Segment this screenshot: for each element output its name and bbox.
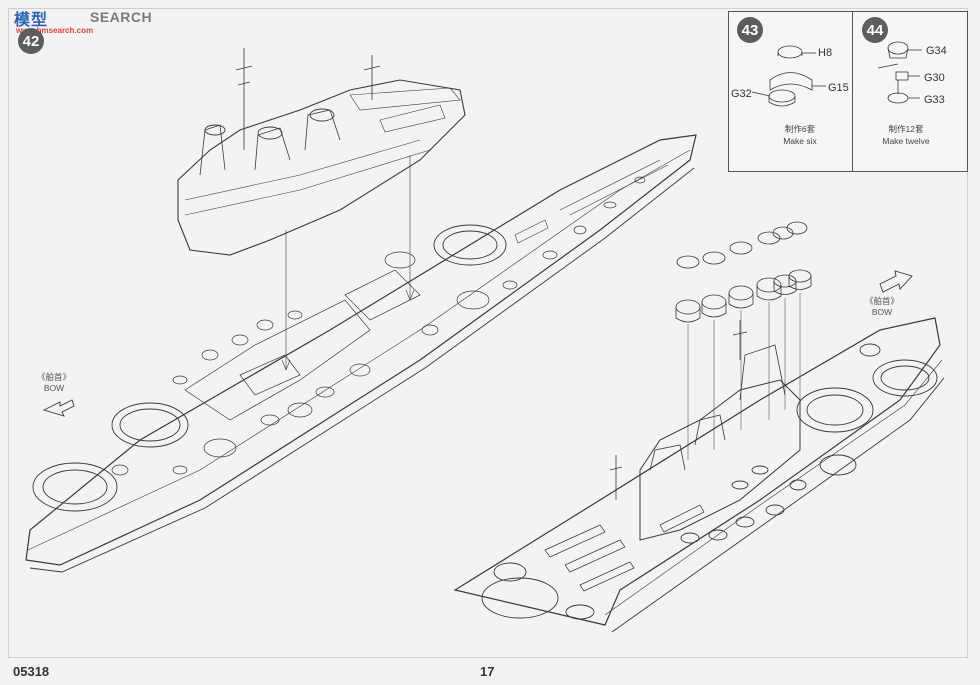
- watermark-brand-sub: SEARCH: [90, 9, 153, 25]
- step-number-badge: 42: [18, 28, 44, 54]
- bow-label-left-en: BOW: [43, 383, 65, 393]
- inset-divider: [852, 11, 853, 172]
- step-43-badge: 43: [737, 17, 763, 43]
- make-twelve-label: 制作12套 Make twelve: [866, 123, 946, 147]
- kit-number: 05318: [13, 664, 50, 679]
- watermark-brand: 模型: [14, 10, 49, 29]
- part-label-h8: H8: [818, 47, 833, 59]
- superstructure-assembly: [177, 48, 466, 371]
- make-twelve-cn: 制作12套: [888, 124, 924, 134]
- part-label-g34: G34: [926, 45, 947, 57]
- bow-label-left: 《舶首》 BOW: [34, 372, 74, 394]
- deck-fittings-left: [111, 176, 646, 476]
- bow-label-right-cn: 《舶首》: [864, 296, 899, 306]
- page-number: 17: [480, 664, 495, 679]
- step-44-badge: 44: [862, 17, 888, 43]
- make-six-en: Make six: [783, 136, 817, 146]
- make-six-label: 制作6套 Make six: [760, 123, 840, 147]
- bow-label-left-cn: 《舶首》: [36, 372, 71, 382]
- aa-mounts-exploded: [675, 221, 812, 460]
- watermark-logo: 模型 SEARCH www.hmsearch.com: [6, 4, 176, 40]
- page-frame: [8, 8, 968, 658]
- hull-deck-right: [453, 317, 945, 633]
- watermark-site: www.hmsearch.com: [16, 26, 94, 35]
- inset-subassembly-box: [728, 11, 968, 172]
- part-label-g33: G33: [924, 94, 945, 106]
- bow-arrow-left: [42, 399, 75, 417]
- part-label-g32: G32: [731, 88, 752, 100]
- part-label-g30: G30: [924, 72, 945, 84]
- turret-rings-left: [32, 224, 507, 512]
- hull-deck-left: [25, 134, 697, 573]
- make-twelve-en: Make twelve: [882, 136, 930, 146]
- make-six-cn: 制作6套: [784, 124, 816, 134]
- bow-arrow-right: [879, 270, 913, 293]
- part-label-g15: G15: [828, 82, 849, 94]
- bow-label-right-en: BOW: [871, 307, 893, 317]
- bow-label-right: 《舶首》 BOW: [860, 296, 904, 318]
- inset-43-parts: [751, 45, 826, 107]
- inset-44-parts: [877, 41, 922, 104]
